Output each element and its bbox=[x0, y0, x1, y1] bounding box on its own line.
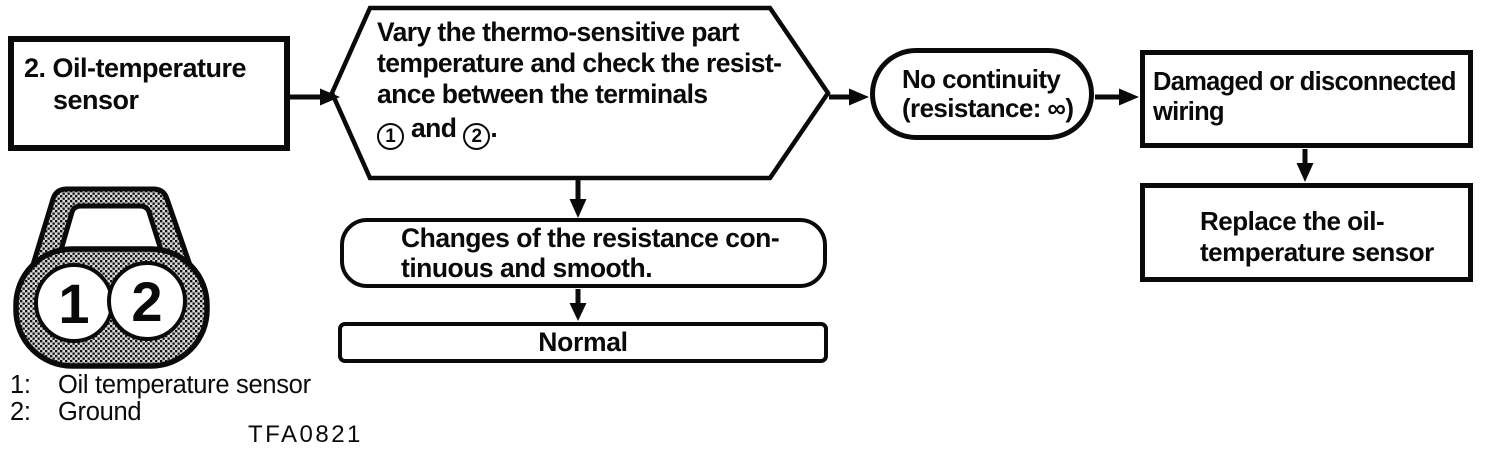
cause-line1: Damaged or disconnected bbox=[1153, 68, 1456, 96]
legend-key-2: 2: bbox=[10, 398, 31, 426]
terminal-conjunction: and bbox=[411, 113, 457, 143]
arrow-test-to-no-continuity bbox=[829, 88, 869, 106]
continuous-line1: Changes of the resistance con- bbox=[401, 223, 780, 253]
start-box-line1: 2. Oil-temperature bbox=[24, 53, 247, 83]
arrow-cause-to-action bbox=[1296, 149, 1314, 182]
arrow-start-to-test bbox=[289, 88, 340, 106]
pin-2-cavity bbox=[107, 261, 187, 341]
continuous-line2: tinuous and smooth. bbox=[401, 253, 653, 283]
no-continuity-result: No continuity (resistance: ∞) bbox=[870, 48, 1094, 140]
test-hexagon-text: Vary the thermo-sensitive part temperatu… bbox=[377, 17, 835, 150]
arrow-no-continuity-to-cause bbox=[1095, 88, 1139, 106]
arrow-test-to-continuous bbox=[569, 179, 587, 218]
terminal-1-badge: 1 bbox=[377, 123, 404, 150]
legend-row-2: 2: Ground bbox=[10, 399, 311, 426]
pin-2-label: 2 bbox=[131, 270, 162, 333]
legend-label-1: Oil temperature sensor bbox=[58, 371, 311, 399]
pin-1-label: 1 bbox=[58, 272, 89, 335]
figure-code: TFA0821 bbox=[248, 421, 363, 448]
action-line2: temperature sensor bbox=[1200, 237, 1434, 267]
legend-row-1: 1: Oil temperature sensor bbox=[10, 372, 311, 399]
action-line1: Replace the oil- bbox=[1200, 206, 1385, 236]
legend-label-2: Ground bbox=[58, 398, 142, 426]
sensor-connector-drawing: 1 2 bbox=[13, 186, 210, 369]
pin-legend: 1: Oil temperature sensor 2: Ground bbox=[10, 372, 311, 426]
no-continuity-line2: (resistance: ∞) bbox=[902, 93, 1074, 123]
test-line2: temperature and check the resist- bbox=[377, 48, 782, 78]
action-box: Replace the oil- temperature sensor bbox=[1140, 183, 1473, 282]
continuous-result: Changes of the resistance con- tinuous a… bbox=[340, 218, 827, 288]
test-line3: ance between the terminals bbox=[377, 79, 708, 109]
connector-latch-opening bbox=[57, 203, 165, 253]
arrow-continuous-to-normal bbox=[569, 289, 587, 321]
cause-line2: wiring bbox=[1153, 98, 1225, 126]
normal-label: Normal bbox=[538, 327, 628, 357]
cause-box: Damaged or disconnected wiring bbox=[1140, 50, 1473, 148]
legend-key-1: 1: bbox=[10, 371, 31, 399]
terminal-2-badge: 2 bbox=[463, 123, 491, 150]
test-line1: Vary the thermo-sensitive part bbox=[377, 17, 740, 47]
test-hexagon-shape bbox=[329, 5, 831, 181]
terminal-period: . bbox=[490, 113, 498, 143]
no-continuity-line1: No continuity bbox=[902, 64, 1061, 94]
normal-box: Normal bbox=[338, 322, 828, 363]
start-box: 2. Oil-temperature sensor bbox=[8, 36, 290, 151]
start-box-line2: sensor bbox=[53, 85, 139, 115]
